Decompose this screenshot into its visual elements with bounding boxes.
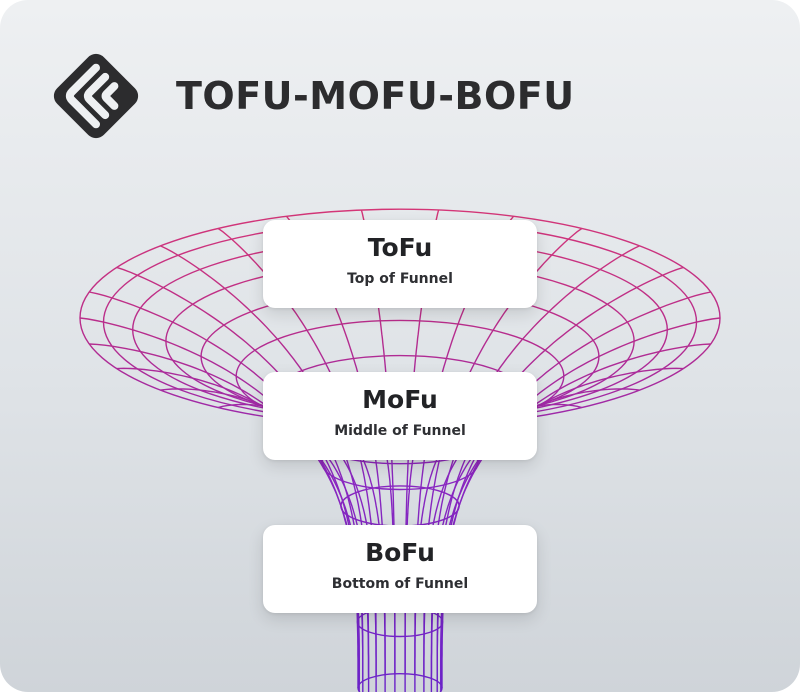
funnel-meridian [116,367,364,692]
stage-card-bofu: BoFu Bottom of Funnel [263,525,537,613]
funnel-meridian [116,266,364,682]
funnel-meridian [160,388,370,692]
stage-abbreviation: MoFu [362,385,438,414]
stage-card-mofu: MoFu Middle of Funnel [263,372,537,460]
funnel-meridian [436,266,684,682]
funnel-ring [357,673,443,692]
stage-label: Top of Funnel [347,271,453,287]
page-title: TOFU-MOFU-BOFU [176,74,575,118]
stage-abbreviation: BoFu [365,538,435,567]
stage-card-tofu: ToFu Top of Funnel [263,220,537,308]
stage-label: Bottom of Funnel [331,576,469,592]
funnel-meridian [430,388,640,692]
stage-label: Middle of Funnel [334,423,466,439]
funnel-meridian [436,367,684,692]
funnel-meridian [89,343,360,692]
funnel-meridian [440,343,711,692]
diamond-logo-icon [53,53,139,139]
stage-abbreviation: ToFu [367,233,433,262]
